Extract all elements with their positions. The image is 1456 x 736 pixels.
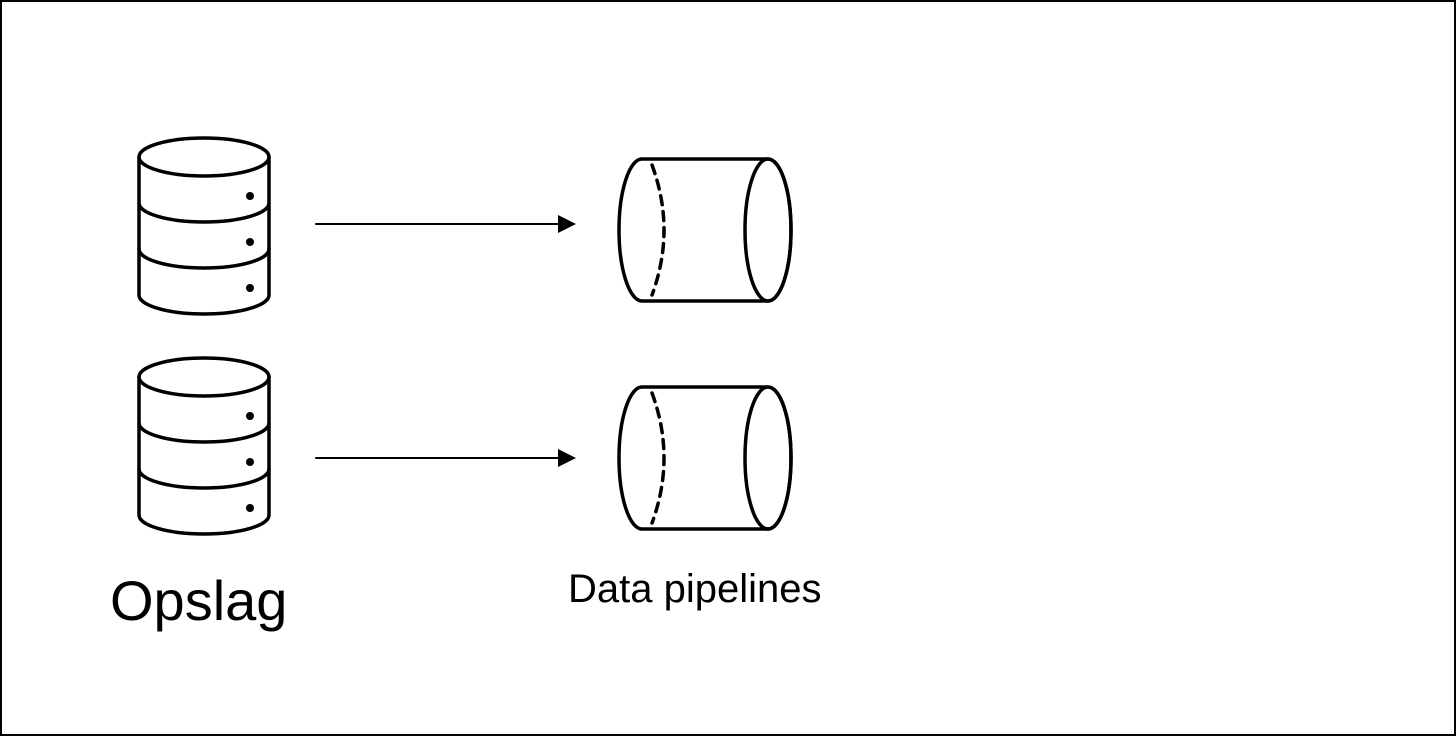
pipeline-cylinder-icon	[617, 157, 793, 303]
arrow-right-icon	[315, 449, 576, 467]
database-icon	[137, 136, 271, 316]
storage-label: Opslag	[110, 569, 288, 632]
pipelines-label: Data pipelines	[568, 567, 822, 611]
pipeline-cylinder-icon	[617, 385, 793, 531]
arrow-right-icon	[315, 215, 576, 233]
database-icon	[137, 356, 271, 536]
